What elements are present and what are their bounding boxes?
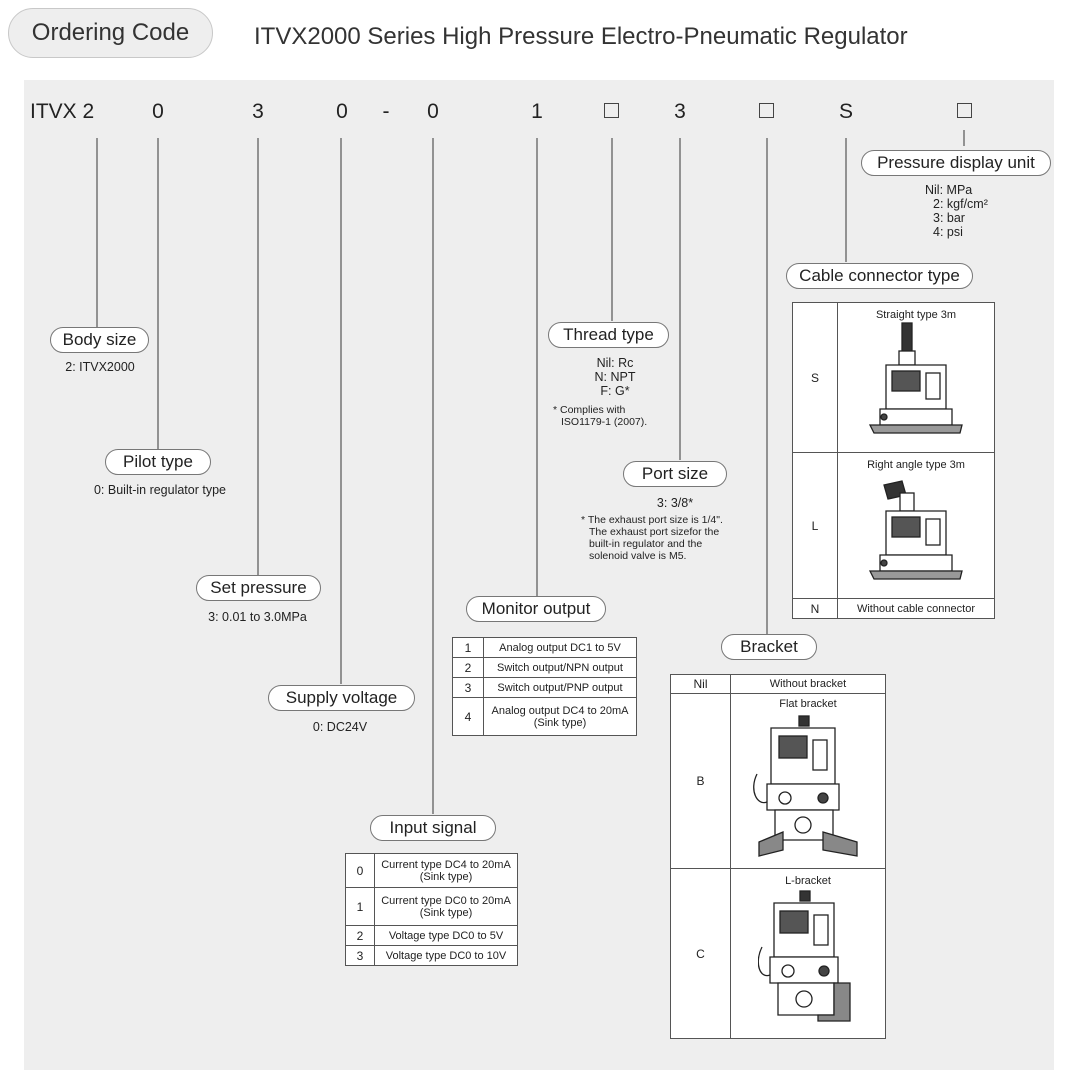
code-input-signal: 0 bbox=[427, 100, 439, 123]
monitor-output-table: 1 Analog output DC1 to 5V 2 Switch outpu… bbox=[452, 637, 637, 736]
table-row: B Flat bracket bbox=[670, 693, 886, 869]
port-size-desc: 3: 3/8* bbox=[656, 496, 694, 510]
input-signal-label: Input signal bbox=[370, 815, 496, 841]
thread-type-note: * Complies with ISO1179-1 (2007). bbox=[553, 404, 648, 428]
table-row: 1 Analog output DC1 to 5V bbox=[452, 637, 637, 658]
code-port-size: 3 bbox=[674, 100, 686, 123]
page-title: ITVX2000 Series High Pressure Electro-Pn… bbox=[254, 23, 908, 50]
table-row: 4 Analog output DC4 to 20mA(Sink type) bbox=[452, 697, 637, 736]
bracket-label: Bracket bbox=[721, 634, 817, 660]
pilot-type-desc: 0: Built-in regulator type bbox=[93, 483, 226, 497]
port-size-label: Port size bbox=[623, 461, 727, 487]
code-supply-voltage: 0 bbox=[336, 100, 348, 123]
table-row: C L-bracket bbox=[670, 868, 886, 1039]
table-row: 2 Switch output/NPN output bbox=[452, 657, 637, 678]
bracket-table: Nil Without bracket B Flat bracket bbox=[670, 674, 886, 1039]
code-thread-box bbox=[604, 103, 619, 118]
table-row: 3 Switch output/PNP output bbox=[452, 677, 637, 698]
code-set-pressure: 3 bbox=[252, 100, 264, 123]
set-pressure-label: Set pressure bbox=[196, 575, 321, 601]
supply-voltage-desc: 0: DC24V bbox=[312, 720, 368, 734]
l-bracket-regulator-image bbox=[758, 890, 851, 1022]
code-cable-connector: S bbox=[838, 100, 854, 123]
thread-type-label: Thread type bbox=[548, 322, 669, 348]
table-row: 2 Voltage type DC0 to 5V bbox=[345, 925, 518, 946]
table-row: 1 Current type DC0 to 20mA(Sink type) bbox=[345, 887, 518, 926]
ordering-code-badge: Ordering Code bbox=[8, 8, 213, 58]
cable-connector-table: S Straight type 3m L Right angle type 3m bbox=[792, 302, 995, 619]
code-prefix: ITVX 2 bbox=[30, 100, 95, 123]
body-size-label: Body size bbox=[50, 327, 149, 353]
thread-type-desc: Nil: Rc N: NPT F: G* bbox=[594, 356, 636, 398]
table-row: N Without cable connector bbox=[792, 598, 995, 619]
code-monitor-output: 1 bbox=[531, 100, 543, 123]
flat-bracket-regulator-image bbox=[753, 715, 858, 857]
cable-connector-label: Cable connector type bbox=[786, 263, 973, 289]
table-row: Nil Without bracket bbox=[670, 674, 886, 694]
right-angle-connector-regulator-image bbox=[868, 480, 963, 580]
code-bracket-box bbox=[759, 103, 774, 118]
table-row: 3 Voltage type DC0 to 10V bbox=[345, 945, 518, 966]
table-row: S Straight type 3m bbox=[792, 302, 995, 453]
straight-connector-regulator-image bbox=[868, 322, 963, 434]
code-pilot: 0 bbox=[152, 100, 164, 123]
code-dash: - bbox=[382, 100, 390, 123]
code-pressure-unit-box bbox=[957, 103, 972, 118]
table-row: L Right angle type 3m bbox=[792, 452, 995, 599]
body-size-desc: 2: ITVX2000 bbox=[65, 360, 135, 374]
pilot-type-label: Pilot type bbox=[105, 449, 211, 475]
table-row: 0 Current type DC4 to 20mA(Sink type) bbox=[345, 853, 518, 888]
monitor-output-label: Monitor output bbox=[466, 596, 606, 622]
supply-voltage-label: Supply voltage bbox=[268, 685, 415, 711]
pressure-unit-label: Pressure display unit bbox=[861, 150, 1051, 176]
set-pressure-desc: 3: 0.01 to 3.0MPa bbox=[208, 610, 307, 624]
port-size-notes: * The exhaust port size is 1/4". The exh… bbox=[581, 514, 723, 562]
pressure-unit-desc: Nil: MPa 2: kgf/cm² 3: bar 4: psi bbox=[925, 183, 988, 239]
input-signal-table: 0 Current type DC4 to 20mA(Sink type) 1 … bbox=[345, 853, 518, 966]
